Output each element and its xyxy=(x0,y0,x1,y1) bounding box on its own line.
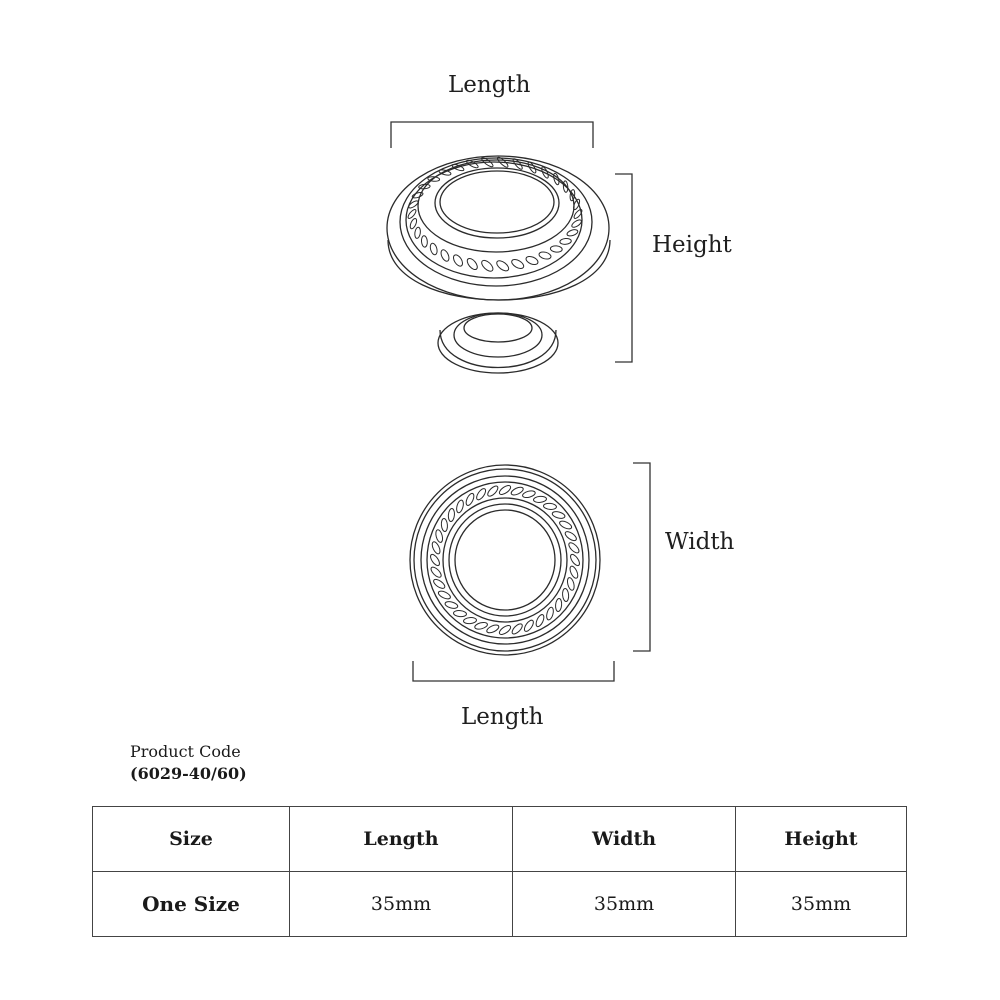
length-label-bottom: Length xyxy=(461,704,544,730)
cell-length: 35mm xyxy=(289,871,513,937)
header-length: Length xyxy=(289,806,513,872)
table-header-row: Size Length Width Height xyxy=(92,806,907,872)
length-bracket-top xyxy=(390,121,594,148)
cell-height: 35mm xyxy=(735,871,907,937)
cell-size: One Size xyxy=(92,871,290,937)
table-row: One Size 35mm 35mm 35mm xyxy=(92,871,907,937)
header-size: Size xyxy=(92,806,290,872)
product-code: Product Code (6029-40/60) xyxy=(130,741,247,785)
cell-width: 35mm xyxy=(512,871,736,937)
product-code-value: (6029-40/60) xyxy=(130,764,247,783)
height-label: Height xyxy=(652,232,732,258)
knob-side-view xyxy=(386,155,611,374)
spec-table: Size Length Width Height One Size 35mm 3… xyxy=(92,806,907,937)
length-label-top: Length xyxy=(448,72,531,98)
width-bracket xyxy=(633,462,651,652)
length-bracket-bottom xyxy=(412,661,615,682)
product-code-label: Product Code xyxy=(130,742,241,761)
header-width: Width xyxy=(512,806,736,872)
width-label: Width xyxy=(665,529,735,555)
header-height: Height xyxy=(735,806,907,872)
height-bracket xyxy=(615,173,633,363)
knob-top-view xyxy=(409,464,601,656)
